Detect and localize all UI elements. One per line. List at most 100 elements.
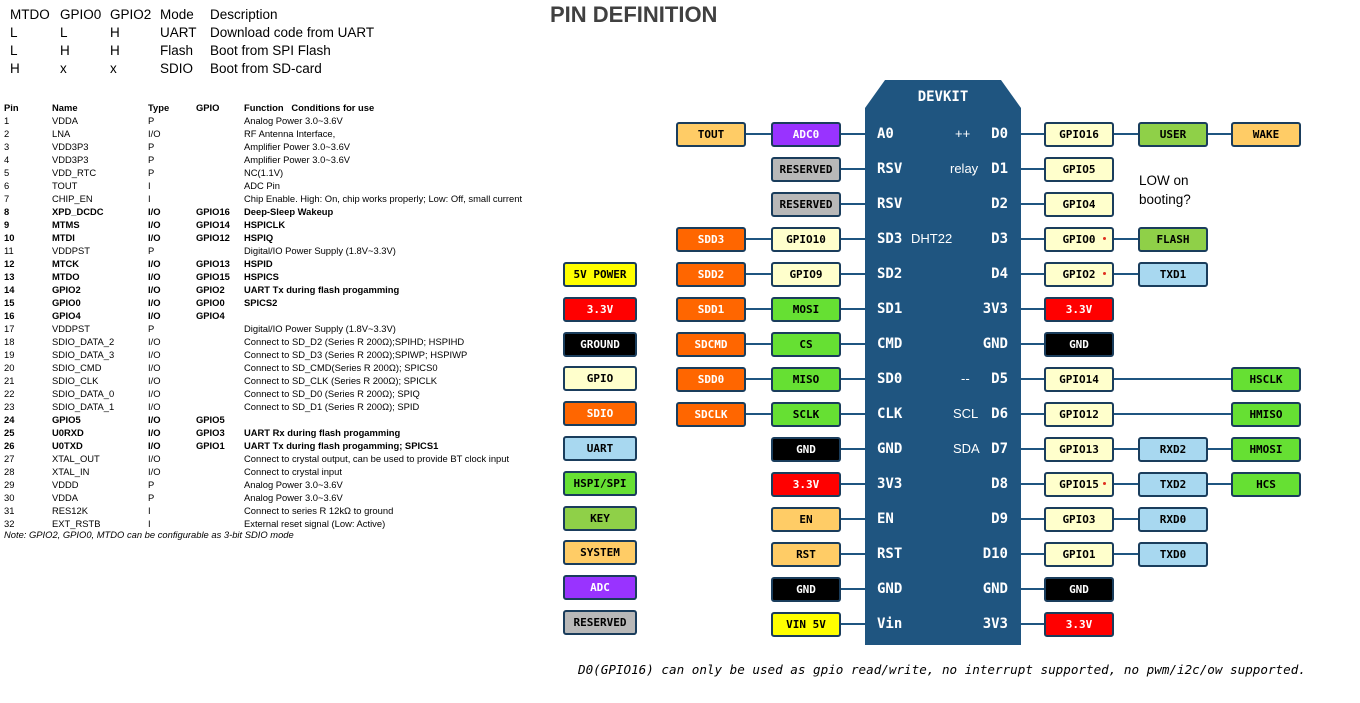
connector-line — [1021, 413, 1301, 415]
pin-table-cell: SDIO_DATA_0 — [52, 388, 115, 399]
pull-dot-marker — [1103, 482, 1106, 485]
board-pin-left: CLK — [877, 406, 903, 422]
pin-table-cell: VDD3P3 — [52, 154, 89, 165]
legend-item: ADC — [563, 575, 637, 601]
board-pin-left: RST — [877, 546, 903, 562]
pin-table-cell: I/O — [148, 206, 161, 217]
pin-table-cell: GPIO4 — [52, 310, 81, 321]
pin-table-cell: Connect to SD_CMD(Series R 200Ω); SPICS0 — [244, 362, 438, 373]
pin-table-cell: GPIO16 — [196, 206, 230, 217]
legend-item: SYSTEM — [563, 540, 637, 566]
pin-table-cell — [196, 348, 244, 361]
board-pin-right: D1 — [991, 161, 1008, 177]
connector-line — [1021, 378, 1301, 380]
connector-line — [1021, 553, 1208, 555]
pin-table-cell: MTCK — [52, 258, 80, 269]
legend-item: 5V POWER — [563, 262, 637, 287]
boot-cell: H — [110, 25, 120, 40]
board-pin-left: SD1 — [877, 301, 903, 317]
pin-label-box: WAKE — [1231, 122, 1301, 147]
board-pin-left: GND — [877, 441, 903, 457]
pin-table-cell — [196, 140, 244, 153]
boot-cell: Boot from SD-card — [210, 61, 322, 76]
pin-table-cell: Analog Power 3.0~3.6V — [244, 115, 343, 126]
pin-table-cell: P — [148, 492, 155, 503]
pin-label-box: GPIO0 — [1044, 227, 1114, 252]
boot-cell: UART — [160, 25, 197, 40]
pin-label-box: GND — [1044, 332, 1114, 357]
pin-label-box: GPIO2 — [1044, 262, 1114, 287]
pin-table-cell: 1 — [4, 115, 10, 126]
pin-label-box: GPIO3 — [1044, 507, 1114, 532]
pin-label-box: GPIO9 — [771, 262, 841, 287]
pin-table-note: Note: GPIO2, GPIO0, MTDO can be configur… — [4, 529, 294, 540]
legend-item: RESERVED — [563, 610, 637, 635]
boot-cell: SDIO — [160, 61, 194, 76]
boot-cell: H — [110, 43, 120, 58]
legend-item: KEY — [563, 505, 637, 531]
pin-table-cell: Connect to SD_D1 (Series R 200Ω); SPID — [244, 401, 420, 412]
pin-table-cell: 2 — [4, 128, 10, 139]
pin-label-box: VIN 5V — [771, 612, 841, 637]
pin-table-cell: I — [148, 505, 151, 516]
pin-table-cell — [196, 504, 244, 517]
pin-table-cell: I/O — [148, 128, 161, 139]
pin-table-cell: P — [148, 115, 155, 126]
footer-note: D0(GPIO16) can only be used as gpio read… — [578, 662, 1306, 677]
pin-label-box: TXD1 — [1138, 262, 1208, 287]
pin-table-cell: HSPID — [244, 258, 273, 269]
pin-table-cell: I/O — [148, 427, 161, 438]
pin-table-cell: RES12K — [52, 505, 88, 516]
pin-table-cell: GPIO2 — [52, 284, 81, 295]
pin-table-cell — [196, 478, 244, 491]
connector-line — [676, 273, 865, 275]
pin-table-cell: 25 — [4, 427, 15, 438]
pin-label-box: ADC0 — [771, 122, 841, 147]
board-pin-left: RSV — [877, 196, 903, 212]
pin-table-cell: I/O — [148, 453, 161, 464]
pin-table-cell: I/O — [148, 219, 161, 230]
pin-table-cell: 31 — [4, 505, 15, 516]
pin-label-box: HMOSI — [1231, 437, 1301, 462]
pin-definition-table: Pin Name Type GPIO Function Conditions f… — [4, 101, 522, 530]
pin-table-cell: HSPICLK — [244, 219, 286, 230]
pin-label-box: GPIO1 — [1044, 542, 1114, 567]
legend-item: GROUND — [563, 331, 637, 357]
board-pin-right: D3 — [991, 231, 1008, 247]
board-pin-right: D2 — [991, 196, 1008, 212]
pin-table-cell: I/O — [148, 401, 161, 412]
pin-table-cell: Connect to SD_D2 (Series R 200Ω);SPIHD; … — [244, 336, 465, 347]
pin-table-cell — [244, 413, 522, 426]
pin-table-cell: RF Antenna Interface, — [244, 128, 336, 139]
pin-table-cell: 21 — [4, 375, 15, 386]
legend-item: SDIO — [563, 401, 637, 427]
boot-mode-row: L L H UART Download code from UART — [8, 24, 374, 42]
board-pin-left: RSV — [877, 161, 903, 177]
pin-table-cell: MTDI — [52, 232, 75, 243]
connector-line — [676, 343, 865, 345]
pin-table-cell: I/O — [148, 388, 161, 399]
pin-table-cell: 22 — [4, 388, 15, 399]
pin-header-cell: Name — [52, 102, 78, 113]
pin-label-box: GPIO10 — [771, 227, 841, 252]
pin-table-cell — [196, 335, 244, 348]
pin-table-cell: GPIO13 — [196, 258, 230, 269]
board-pin-right: D10 — [982, 546, 1008, 562]
pin-table-cell: I/O — [148, 466, 161, 477]
board-pin-left: A0 — [877, 126, 894, 142]
pin-table-cell: XTAL_IN — [52, 466, 90, 477]
pin-header-cell: Pin — [4, 102, 19, 113]
pin-label-box: USER — [1138, 122, 1208, 147]
board-pin-right: 3V3 — [982, 616, 1008, 632]
pin-table-cell — [196, 322, 244, 335]
pin-table-cell — [196, 127, 244, 140]
